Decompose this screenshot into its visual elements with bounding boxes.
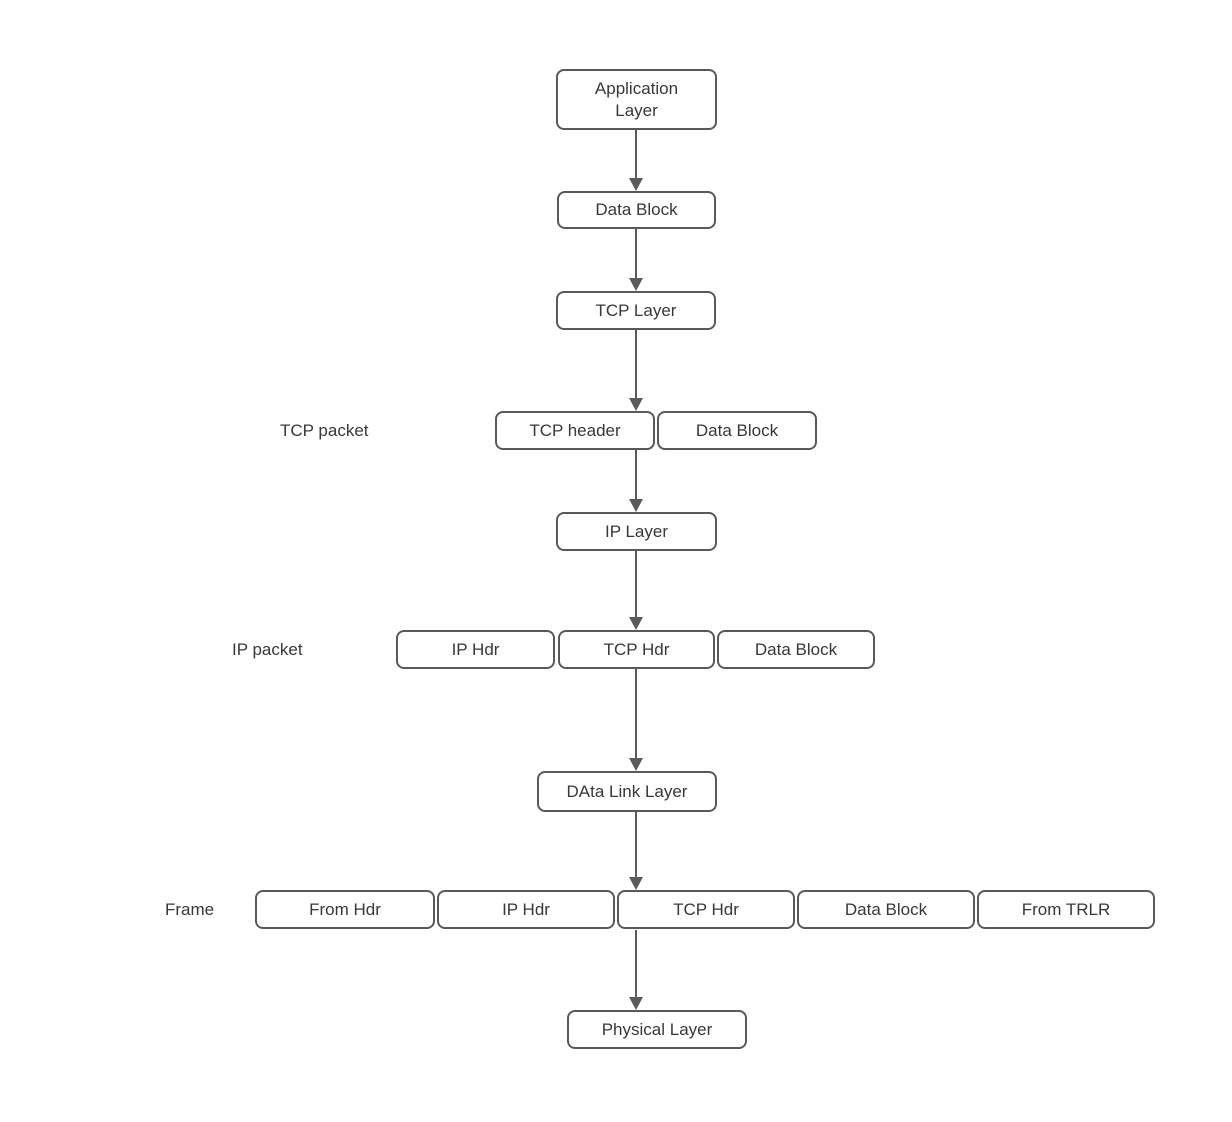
arrow-line: [635, 450, 637, 500]
arrow-application-to-data-block: [629, 130, 643, 191]
arrow-line: [635, 551, 637, 618]
node-tcp-header: TCP header: [495, 411, 655, 450]
node-ip-hdr: IP Hdr: [396, 630, 555, 669]
arrow-head-icon: [629, 278, 643, 291]
arrow-head-icon: [629, 877, 643, 890]
arrow-frame-to-physical-layer: [629, 930, 643, 1010]
node-frame-ip-hdr: IP Hdr: [437, 890, 615, 929]
arrow-line: [635, 130, 637, 179]
node-frame-from-hdr: From Hdr: [255, 890, 435, 929]
node-ip-layer: IP Layer: [556, 512, 717, 551]
node-application-layer: Application Layer: [556, 69, 717, 130]
arrow-line: [635, 330, 637, 399]
arrow-ip-layer-to-ip-packet: [629, 551, 643, 630]
arrow-data-block-to-tcp-layer: [629, 229, 643, 291]
arrow-tcp-packet-to-ip-layer: [629, 450, 643, 512]
node-frame-data-block: Data Block: [797, 890, 975, 929]
arrow-data-link-layer-to-frame: [629, 812, 643, 890]
node-data-block-top: Data Block: [557, 191, 716, 229]
node-ip-packet-data-block: Data Block: [717, 630, 875, 669]
arrow-head-icon: [629, 617, 643, 630]
arrow-line: [635, 812, 637, 878]
arrow-line: [635, 930, 637, 998]
arrow-head-icon: [629, 398, 643, 411]
node-tcp-packet-data-block: Data Block: [657, 411, 817, 450]
label-ip-packet: IP packet: [232, 640, 303, 659]
node-frame-from-trlr: From TRLR: [977, 890, 1155, 929]
node-data-link-layer: DAta Link Layer: [537, 771, 717, 812]
label-frame: Frame: [165, 900, 215, 919]
arrow-line: [635, 669, 637, 759]
arrow-ip-packet-to-data-link-layer: [629, 669, 643, 771]
arrow-head-icon: [629, 499, 643, 512]
arrow-head-icon: [629, 997, 643, 1010]
arrow-head-icon: [629, 178, 643, 191]
arrow-tcp-layer-to-tcp-packet: [629, 330, 643, 411]
node-tcp-layer: TCP Layer: [556, 291, 716, 330]
node-ip-packet-tcp-hdr: TCP Hdr: [558, 630, 715, 669]
arrow-line: [635, 229, 637, 279]
arrow-head-icon: [629, 758, 643, 771]
node-physical-layer: Physical Layer: [567, 1010, 747, 1049]
node-frame-tcp-hdr: TCP Hdr: [617, 890, 795, 929]
label-tcp-packet: TCP packet: [280, 421, 369, 440]
